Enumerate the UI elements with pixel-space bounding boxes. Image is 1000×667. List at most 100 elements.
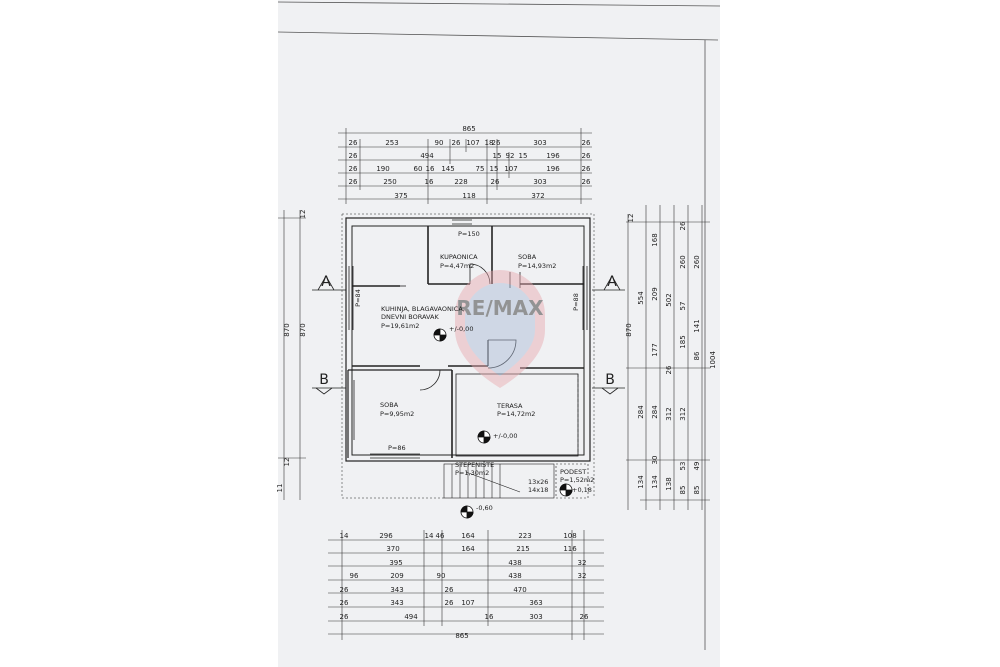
room-area-soba: P=14,93m2 — [518, 262, 556, 270]
dim-top: 26 — [582, 165, 591, 173]
dim-right: 1004 — [709, 351, 717, 369]
left-dimension-texts: 870 870 12 12 11 — [276, 210, 307, 493]
dim-bottom: 107 — [461, 599, 474, 607]
dim-top: 16 — [425, 178, 434, 186]
room-name-kuhinja-line2: DNEVNI BORAVAK — [381, 313, 439, 321]
dim-right: 260 — [679, 255, 687, 268]
top-dimension-lines — [338, 128, 592, 204]
level-label-podest: +0,18 — [572, 486, 592, 494]
dim-bottom: 116 — [563, 545, 577, 553]
dim-right: 209 — [651, 287, 659, 300]
dim-bottom: 343 — [390, 599, 403, 607]
dim-top: 75 — [476, 165, 485, 173]
dim-bottom: 90 — [437, 572, 446, 580]
dim-top: 303 — [533, 178, 546, 186]
dim-left: 870 — [283, 323, 291, 336]
dim-top: 145 — [441, 165, 454, 173]
section-a-left: A — [321, 274, 331, 290]
level-markers — [433, 328, 573, 519]
dim-right: 57 — [679, 302, 687, 311]
dim-right: 30 — [651, 456, 659, 465]
dim-bottom: 223 — [518, 532, 531, 540]
dim-top: 15 — [493, 152, 502, 160]
dim-top: 16 — [426, 165, 435, 173]
section-b-left: B — [319, 372, 329, 388]
dim-top: 60 — [414, 165, 423, 173]
dim-right: 312 — [665, 407, 673, 420]
dim-top: 26 — [491, 178, 500, 186]
dim-top: 107 — [504, 165, 517, 173]
dim-right: 26 — [679, 221, 687, 230]
dim-top: 107 — [466, 139, 479, 147]
dim-top: 303 — [533, 139, 546, 147]
window-label-p84: P=84 — [354, 289, 362, 307]
remax-watermark: RE/MAX — [455, 270, 545, 388]
left-dimension-lines — [278, 210, 306, 500]
sheet-frame — [277, 1, 721, 650]
dim-bottom: 14 — [340, 532, 349, 540]
dim-top: 26 — [582, 152, 591, 160]
level-label-terrace: +/-0,00 — [493, 432, 517, 440]
room-name-terasa: TERASA — [496, 402, 523, 410]
dim-top: 26 — [492, 139, 501, 147]
dim-top: 26 — [452, 139, 461, 147]
dim-bottom-total: 865 — [455, 632, 468, 640]
dim-right: 85 — [679, 486, 687, 495]
dim-left: 12 — [299, 210, 307, 219]
dim-bottom: 26 — [445, 599, 454, 607]
dim-right: 260 — [693, 255, 701, 268]
dim-right: 53 — [679, 462, 687, 471]
section-b-right: B — [605, 372, 615, 388]
dim-bottom: 16 — [485, 613, 494, 621]
room-area-podest: P=1,52m2 — [560, 476, 594, 484]
dim-bottom: 438 — [508, 572, 521, 580]
dim-bottom: 14 — [425, 532, 434, 540]
dim-right: 185 — [679, 335, 687, 348]
room-area-kupaonica: P=4,47m2 — [440, 262, 474, 270]
level-marker-icon — [559, 483, 573, 497]
doors — [400, 263, 521, 391]
dim-bottom: 26 — [340, 613, 349, 621]
dim-top: 250 — [383, 178, 396, 186]
stairs — [443, 463, 589, 499]
dim-bottom: 343 — [390, 586, 403, 594]
room-area-stepeniste: P=1,30m2 — [455, 469, 489, 477]
dim-left: 12 — [283, 458, 291, 467]
dim-bottom: 108 — [563, 532, 576, 540]
dim-right: 138 — [665, 477, 673, 490]
dim-top: 26 — [349, 139, 358, 147]
dim-bottom: 26 — [340, 599, 349, 607]
room-area-kuhinja: P=19,61m2 — [381, 322, 419, 330]
dim-top: 18 — [485, 139, 494, 147]
dim-bottom: 46 — [436, 532, 445, 540]
dim-top: 26 — [349, 152, 358, 160]
dim-right: 85 — [693, 486, 701, 495]
section-letters: A A B B — [319, 274, 617, 388]
dim-bottom: 96 — [350, 572, 359, 580]
dim-right: 49 — [693, 462, 701, 471]
window-label-p86: P=86 — [388, 444, 406, 452]
dim-bottom: 296 — [379, 532, 393, 540]
dim-right: 284 — [651, 405, 659, 419]
room-name-soba: SOBA — [380, 401, 399, 409]
stairs-dimension-line1: 13x26 — [528, 478, 548, 486]
dim-bottom: 494 — [404, 613, 418, 621]
section-markers — [312, 275, 625, 395]
dim-bottom: 215 — [516, 545, 529, 553]
room-area-soba: P=9,95m2 — [380, 410, 414, 418]
dim-bottom: 209 — [390, 572, 403, 580]
dim-top: 118 — [462, 192, 475, 200]
dim-top: 26 — [349, 165, 358, 173]
dim-top: 26 — [582, 139, 591, 147]
room-labels: P=150 KUPAONICA P=4,47m2 SOBA P=14,93m2 … — [354, 230, 594, 512]
walls — [341, 213, 595, 499]
dim-bottom: 370 — [386, 545, 399, 553]
dim-right: 284 — [637, 405, 645, 419]
dim-bottom: 395 — [389, 559, 402, 567]
dim-bottom: 32 — [578, 559, 587, 567]
watermark-text: RE/MAX — [456, 296, 544, 320]
room-area-terasa: P=14,72m2 — [497, 410, 535, 418]
windows — [348, 219, 588, 459]
dim-bottom: 438 — [508, 559, 521, 567]
